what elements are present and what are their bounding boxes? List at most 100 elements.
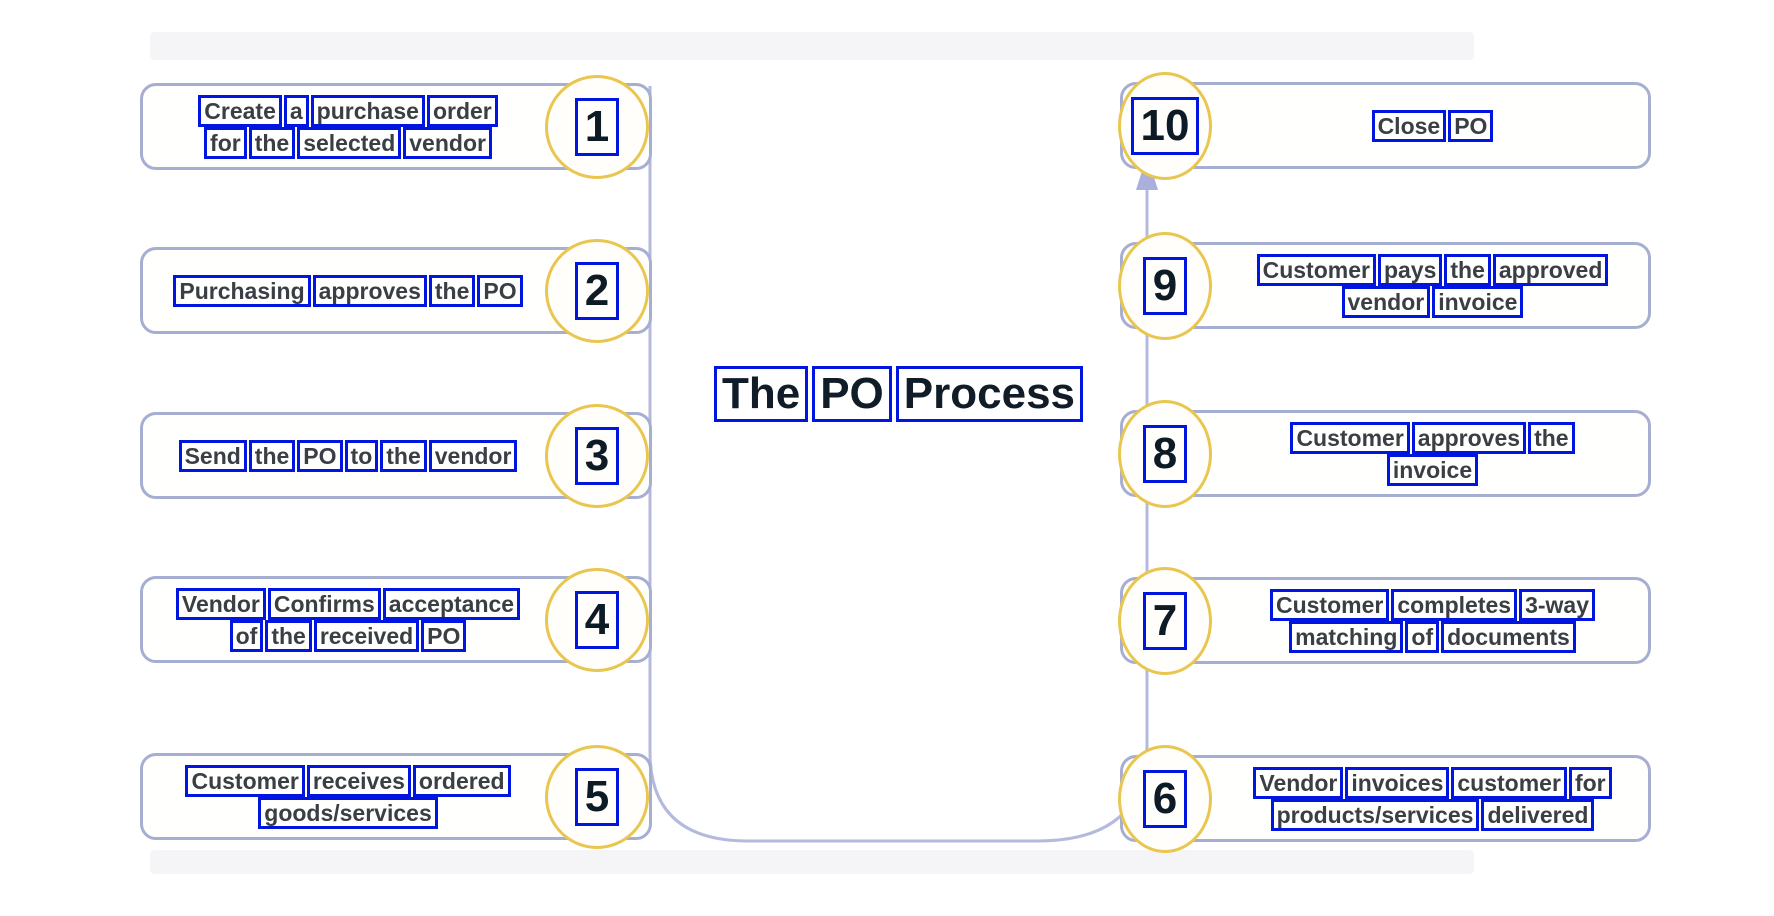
step-word: approves: [1411, 421, 1527, 454]
step-word: matching: [1289, 620, 1404, 653]
step-number: 4: [574, 590, 620, 649]
step-word: Vendor: [175, 587, 266, 620]
step-1-number-circle: 1: [545, 74, 649, 179]
step-3-number-circle: 3: [545, 403, 649, 508]
step-number: 5: [574, 767, 620, 826]
step-word: Close: [1371, 109, 1447, 142]
step-word: acceptance: [382, 587, 521, 620]
step-5-number-circle: 5: [545, 744, 649, 849]
step-2-number-circle: 2: [545, 238, 649, 343]
step-number: 2: [574, 261, 620, 320]
step-word: order: [426, 94, 498, 127]
step-word: selected: [297, 126, 402, 159]
step-text-line: invoice: [1386, 453, 1479, 486]
title-word: Process: [895, 366, 1084, 422]
step-number: 3: [574, 426, 620, 485]
step-word: invoices: [1345, 766, 1450, 799]
step-word: goods/services: [258, 796, 438, 829]
step-word: to: [344, 439, 379, 472]
step-number: 7: [1142, 591, 1188, 650]
title-word: PO: [812, 366, 892, 422]
step-word: Purchasing: [173, 274, 311, 307]
step-word: for: [204, 126, 247, 159]
step-9-number-circle: 9: [1118, 231, 1212, 340]
step-8-number-circle: 8: [1118, 399, 1212, 508]
step-7-number-circle: 7: [1118, 566, 1212, 675]
step-4-number-circle: 4: [545, 567, 649, 672]
step-word: for: [1568, 766, 1612, 799]
step-word: PO: [1448, 109, 1494, 142]
step-number: 6: [1142, 769, 1188, 828]
step-word: Customer: [1269, 588, 1390, 621]
step-word: of: [229, 619, 264, 652]
step-word: Customer: [1256, 253, 1376, 286]
step-word: Send: [178, 439, 247, 472]
step-number: 10: [1130, 96, 1200, 155]
step-word: received: [313, 619, 420, 652]
step-word: PO: [297, 439, 343, 472]
step-word: ordered: [412, 764, 511, 797]
step-word: of: [1405, 620, 1440, 653]
step-word: pays: [1377, 253, 1443, 286]
step-word: completes: [1391, 588, 1518, 621]
step-word: the: [248, 126, 296, 159]
step-word: Create: [198, 94, 282, 127]
step-word: vendor: [1341, 285, 1431, 318]
step-word: the: [1444, 253, 1491, 286]
step-word: the: [265, 619, 312, 652]
step-number: 8: [1142, 424, 1188, 483]
step-word: products/services: [1270, 798, 1480, 831]
step-word: the: [380, 439, 427, 472]
step-word: a: [283, 94, 309, 127]
step-word: invoice: [1386, 453, 1479, 486]
step-word: PO: [421, 619, 467, 652]
step-word: the: [1528, 421, 1575, 454]
background-band-bottom: [150, 850, 1474, 874]
step-word: invoice: [1432, 285, 1524, 318]
step-word: vendor: [403, 126, 492, 159]
title-word: The: [713, 366, 809, 422]
step-word: Customer: [1290, 421, 1410, 454]
step-word: the: [248, 439, 296, 472]
step-word: the: [428, 274, 476, 307]
flow-line: [648, 86, 1149, 843]
step-word: purchase: [310, 94, 425, 127]
step-number: 1: [574, 97, 620, 156]
step-word: receives: [306, 764, 411, 797]
step-word: Customer: [185, 764, 305, 797]
step-word: vendor: [428, 439, 518, 472]
step-10-number-circle: 10: [1118, 71, 1212, 180]
step-word: PO: [477, 274, 523, 307]
step-word: 3-way: [1519, 588, 1596, 621]
step-6-number-circle: 6: [1118, 744, 1212, 853]
step-number: 9: [1142, 256, 1188, 315]
step-word: delivered: [1481, 798, 1595, 831]
step-word: customer: [1451, 766, 1567, 799]
